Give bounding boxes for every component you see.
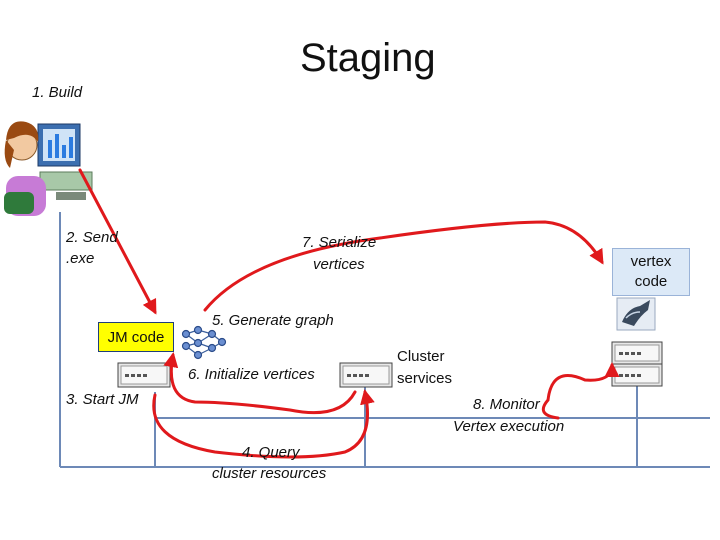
vertex-code-label-line1: vertex xyxy=(630,253,672,270)
jm-code-label: JM code xyxy=(107,328,165,346)
arrow-serialize-vertices xyxy=(203,220,604,312)
step-start-jm-label: 3. Start JM xyxy=(66,391,139,408)
step-send-label-line2: .exe xyxy=(66,250,95,267)
vertex-code-label-line2: code xyxy=(634,273,668,290)
step-monitor-label-line1: 8. Monitor xyxy=(473,396,540,413)
step-query-label-line2: cluster resources xyxy=(212,465,327,482)
arrow-query-resources xyxy=(152,389,375,459)
user-at-computer-icon xyxy=(4,121,93,216)
cluster-services-label-line2: services xyxy=(397,370,453,387)
cluster-services-label-line1: Cluster xyxy=(397,348,445,365)
arrow-send-exe xyxy=(78,168,157,315)
vertex-code-image xyxy=(616,297,656,331)
step-query-label-line1: 4. Query xyxy=(242,444,300,461)
server-icon xyxy=(611,363,663,387)
jm-code-box: JM code xyxy=(98,322,174,352)
step-send-label-line1: 2. Send xyxy=(66,229,118,246)
server-icon xyxy=(117,362,171,388)
step-serialize-label-line1: 7. Serialize xyxy=(302,234,377,251)
step-initialize-label: 6. Initialize vertices xyxy=(188,366,315,383)
vertex-graph-icon xyxy=(181,325,227,360)
server-icon xyxy=(611,341,663,365)
step-generate-label: 5. Generate graph xyxy=(212,312,334,329)
step-serialize-label-line2: vertices xyxy=(313,256,365,273)
vertex-code-box: vertex code xyxy=(612,248,690,296)
workflow-arrows xyxy=(78,168,620,459)
arrow-initialize-vertices xyxy=(163,352,357,415)
step-monitor-label-line2: Vertex execution xyxy=(453,418,565,435)
page-title: Staging xyxy=(300,36,436,80)
step-build-label: 1. Build xyxy=(32,84,83,101)
server-icon xyxy=(339,362,393,388)
arrow-monitor-execution xyxy=(541,362,620,420)
